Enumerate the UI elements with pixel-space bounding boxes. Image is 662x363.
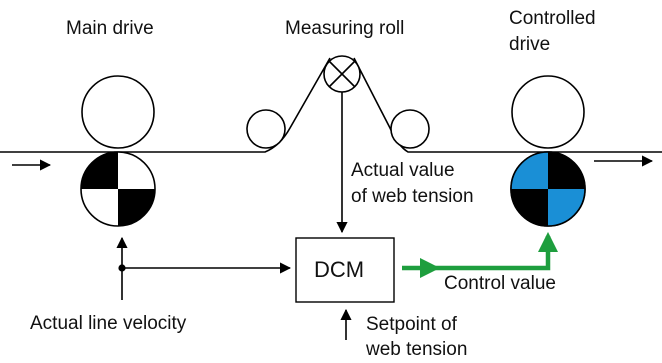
measuring-roll-label: Measuring roll (285, 18, 405, 39)
main-drive-upper-roll (81, 75, 155, 149)
controlled-drive-upper-roll (511, 75, 585, 149)
controlled-drive-label-line2: drive (509, 34, 551, 55)
controlled-drive-label-line1: Controlled (509, 8, 596, 29)
actual-tension-label-line1: Actual value (351, 160, 455, 181)
right-guide-roll (390, 109, 430, 149)
measuring-roll-icon (323, 55, 361, 93)
control-value-label: Control value (444, 273, 556, 294)
main-drive-roll-icon (80, 151, 156, 227)
left-guide-roll (246, 109, 286, 149)
actual-tension-label-line2: of web tension (351, 186, 474, 207)
controlled-drive-roll-icon (510, 151, 586, 227)
dcm-label: DCM (314, 257, 365, 282)
main-drive-label: Main drive (66, 18, 154, 39)
control-value-signal (402, 231, 559, 279)
setpoint-label-line2: web tension (366, 339, 468, 360)
actual-line-velocity-label: Actual line velocity (30, 313, 187, 334)
setpoint-label-line1: Setpoint of (366, 314, 457, 335)
dcm-box (295, 237, 395, 303)
